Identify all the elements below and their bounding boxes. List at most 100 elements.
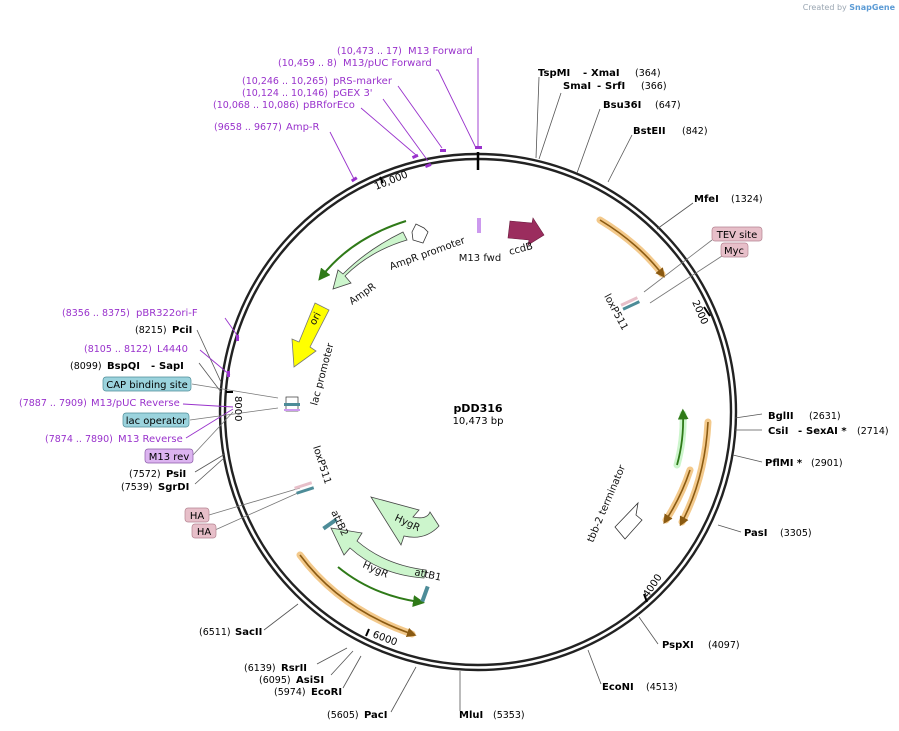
primer-mark-pbr322 (236, 335, 239, 341)
ori-arrow (291, 302, 330, 368)
primer-pbrforeco: pBRforEco (303, 100, 355, 111)
label-loxp-bottom: loxP511 (310, 445, 333, 486)
tbb2-terminator-shape (614, 501, 643, 540)
orf-green (676, 408, 689, 466)
enzyme-asisi-pos: (6095) (259, 675, 291, 686)
primer-m13puc-reverse-pos: (7887 .. 7909) (19, 398, 87, 409)
label-attb1: attB1 (413, 567, 442, 583)
enzyme-sgrdi-pos: (7539) (121, 482, 153, 493)
enzyme-sapi: SapI (159, 361, 184, 372)
enzyme-bsu36i-pos: (647) (655, 100, 681, 111)
enzyme-leaders (194, 76, 763, 713)
orf-brown2 (679, 421, 709, 527)
box-leaders (189, 239, 723, 531)
primer-m13-reverse: M13 Reverse (118, 434, 183, 445)
loxp-right-1 (620, 296, 639, 307)
label-m13-fwd: M13 fwd (459, 253, 501, 264)
enzyme-mlui-pos: (5353) (493, 710, 525, 721)
snapgene-watermark: Created by SnapGene (803, 3, 895, 12)
enzyme-sapi-sep: - (151, 361, 155, 372)
primer-mark-m13fwd (475, 146, 482, 149)
box-ha-1: HA (190, 511, 205, 522)
enzyme-labels: TspMI - XmaI (364) SmaI - SrfI (366) Bsu… (70, 68, 889, 721)
label-ori: ori (308, 310, 324, 327)
feature-boxes: TEV site Myc CAP binding site lac operat… (102, 226, 763, 539)
plasmid-name: pDD316 (453, 402, 502, 415)
enzyme-srfi-sep: - (597, 81, 601, 92)
box-tev-site: TEV site (716, 230, 758, 241)
tick-4000-mark (643, 593, 648, 603)
enzyme-paci-pos: (5605) (327, 710, 359, 721)
enzyme-pcii: PciI (172, 325, 192, 336)
hygr-orf (337, 566, 425, 608)
ccdb-arrow (507, 217, 545, 246)
enzyme-bglii: BglII (768, 411, 794, 422)
enzyme-pasi: PasI (744, 528, 767, 539)
enzyme-asisi: AsiSI (296, 675, 324, 686)
primer-mark-pbr (411, 153, 419, 160)
enzyme-bsteii-pos: (842) (682, 126, 708, 137)
box-myc: Myc (724, 246, 744, 257)
primer-l4440-pos: (8105 .. 8122) (84, 344, 152, 355)
primer-leaders (182, 58, 479, 439)
m13-fwd-mark (477, 218, 481, 233)
tick-2000-mark (703, 306, 711, 317)
box-ha-2: HA (197, 527, 212, 538)
enzyme-pspxi-pos: (4097) (708, 640, 740, 651)
enzyme-tspmi: TspMI (538, 68, 570, 79)
enzyme-bglii-pos: (2631) (809, 411, 841, 422)
enzyme-srfi: SrfI (605, 81, 625, 92)
primer-mark-l4440 (227, 371, 230, 377)
enzyme-bsu36i: Bsu36I (603, 100, 641, 111)
box-m13-rev: M13 rev (149, 452, 190, 463)
enzyme-pcii-pos: (8215) (135, 325, 167, 336)
primer-mark-ampr (350, 176, 358, 183)
primer-mark-pgex (424, 162, 432, 168)
orf-sacii (299, 554, 417, 637)
tick-8000: 8000 (232, 396, 243, 421)
enzyme-pflmi-pos: (2901) (811, 458, 843, 469)
enzyme-smai-pos: (366) (641, 81, 667, 92)
primer-m13puc-forward-pos: (10,459 .. 8) (278, 58, 337, 69)
tick-6000-mark (365, 628, 370, 637)
enzyme-sexai: SexAI * (806, 426, 847, 437)
enzyme-sexai-sep: - (798, 426, 802, 437)
primer-amp-r: Amp-R (286, 122, 320, 133)
box-cap-binding-site: CAP binding site (106, 380, 188, 391)
label-ampr: AmpR (347, 281, 378, 307)
m13-rev-mark (284, 409, 300, 411)
primer-prs-marker-pos: (10,246 .. 10,265) (242, 76, 328, 87)
enzyme-ecori: EcoRI (311, 687, 342, 698)
enzyme-rsrii: RsrII (281, 663, 307, 674)
primer-l4440: L4440 (157, 344, 188, 355)
primer-pgex3-pos: (10,124 .. 10,146) (242, 88, 328, 99)
orf-brown1 (663, 469, 691, 525)
enzyme-pspxi: PspXI (662, 640, 694, 651)
primer-prs-marker: pRS-marker (333, 76, 393, 87)
primer-m13puc-forward: M13/pUC Forward (343, 58, 432, 69)
enzyme-mlui: MluI (459, 710, 483, 721)
primer-amp-r-pos: (9658 .. 9677) (214, 122, 282, 133)
primer-marks (227, 146, 482, 377)
enzyme-bspqi-pos: (8099) (70, 361, 102, 372)
enzyme-bsteii: BstEII (633, 126, 666, 137)
hygr-outer-arrow (330, 527, 427, 579)
attb1-mark (420, 585, 430, 603)
primer-m13puc-reverse: M13/pUC Reverse (91, 398, 180, 409)
enzyme-psii-pos: (7572) (129, 469, 161, 480)
label-loxp-top: loxP511 (601, 292, 629, 332)
primer-m13-reverse-pos: (7874 .. 7890) (45, 434, 113, 445)
ampr-arrow (332, 231, 408, 290)
enzyme-mfei: MfeI (694, 194, 719, 205)
enzyme-ecori-pos: (5974) (274, 687, 306, 698)
attb2-mark (322, 517, 338, 531)
enzyme-sacii: SacII (235, 627, 262, 638)
loxp-left-2 (296, 486, 315, 495)
enzyme-tspmi-pos: (364) (635, 68, 661, 79)
enzyme-smai: SmaI (563, 81, 591, 92)
primer-pbrforeco-pos: (10,068 .. 10,086) (213, 100, 299, 111)
ampr-promoter-shape (411, 223, 429, 244)
primer-pbr322ori-f-pos: (8356 .. 8375) (62, 308, 130, 319)
orf-mfei (599, 219, 665, 278)
